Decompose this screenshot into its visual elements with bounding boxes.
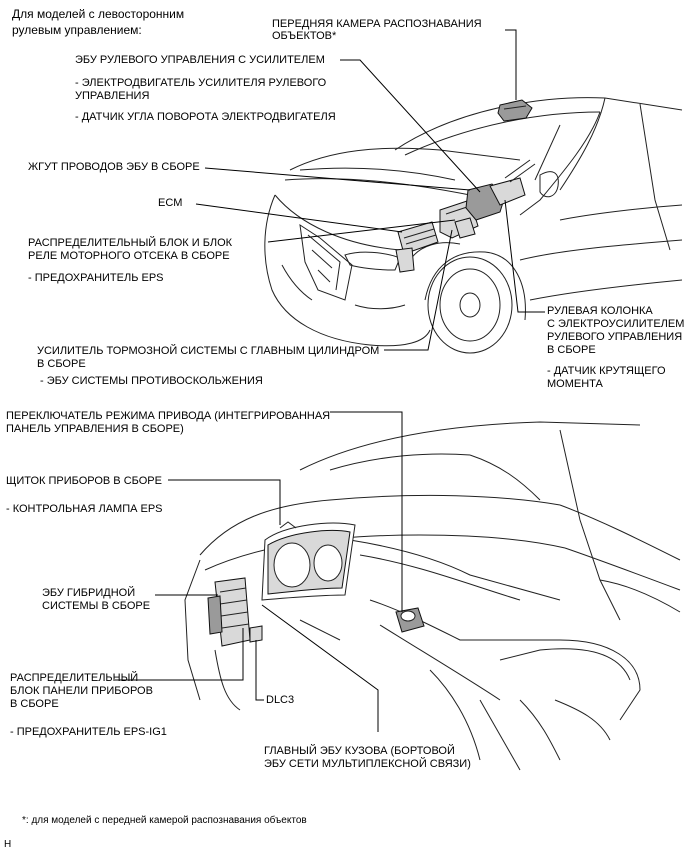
label-hybrid-ecu-line1: ЭБУ ГИБРИДНОЙ xyxy=(42,587,136,599)
label-ip-junction-line2: БЛОК ПАНЕЛИ ПРИБОРОВ xyxy=(10,685,153,697)
corner-mark: H xyxy=(4,839,12,850)
label-main-body-ecu-line1: ГЛАВНЫЙ ЭБУ КУЗОВА (БОРТОВОЙ xyxy=(264,745,455,757)
label-eps-motor-line2: УПРАВЛЕНИЯ xyxy=(75,90,150,102)
leader-lines xyxy=(115,29,545,732)
label-meter: ЩИТОК ПРИБОРОВ В СБОРЕ xyxy=(6,475,162,487)
header-line2: рулевым управлением: xyxy=(12,23,142,37)
label-ecm: ECM xyxy=(158,197,183,209)
label-eps-warning-lamp: - КОНТРОЛЬНАЯ ЛАМПА EPS xyxy=(6,503,163,515)
label-steering-column-line3: РУЛЕВОГО УПРАВЛЕНИЯ xyxy=(547,331,683,343)
label-eps-fuse: - ПРЕДОХРАНИТЕЛЬ EPS xyxy=(28,272,164,284)
label-dlc3: DLC3 xyxy=(266,694,295,706)
label-engine-room-block-line2: РЕЛЕ МОТОРНОГО ОТСЕКА В СБОРЕ xyxy=(28,250,230,262)
label-eps-ig1-fuse: - ПРЕДОХРАНИТЕЛЬ EPS-IG1 xyxy=(10,726,167,738)
label-motor-angle-sensor: - ДАТЧИК УГЛА ПОВОРОТА ЭЛЕКТРОДВИГАТЕЛЯ xyxy=(75,111,336,123)
label-ip-junction-line1: РАСПРЕДЕЛИТЕЛЬНЫЙ xyxy=(10,672,139,684)
label-steering-column-line4: В СБОРЕ xyxy=(547,344,596,356)
label-steering-column-line1: РУЛЕВАЯ КОЛОНКА xyxy=(547,305,653,317)
label-eps-ecu: ЭБУ РУЛЕВОГО УПРАВЛЕНИЯ С УСИЛИТЕЛЕМ xyxy=(75,54,325,66)
label-main-body-ecu-line2: ЭБУ СЕТИ МУЛЬТИПЛЕКСНОЙ СВЯЗИ) xyxy=(264,758,471,770)
label-brake-booster-line2: В СБОРЕ xyxy=(37,358,86,370)
label-drive-mode-line1: ПЕРЕКЛЮЧАТЕЛЬ РЕЖИМА ПРИВОДА (ИНТЕГРИРОВ… xyxy=(6,410,331,422)
header-line1: Для моделей с левосторонним xyxy=(12,7,185,21)
footnote: *: для моделей с передней камерой распоз… xyxy=(22,815,307,826)
label-brake-booster-line1: УСИЛИТЕЛЬ ТОРМОЗНОЙ СИСТЕМЫ С ГЛАВНЫМ ЦИ… xyxy=(37,345,380,357)
label-camera-line2: ОБЪЕКТОВ* xyxy=(272,30,337,42)
label-eps-motor-line1: - ЭЛЕКТРОДВИГАТЕЛЬ УСИЛИТЕЛЯ РУЛЕВОГО xyxy=(75,77,327,89)
label-hybrid-ecu-line2: СИСТЕМЫ В СБОРЕ xyxy=(42,600,151,612)
label-torque-sensor-line1: - ДАТЧИК КРУТЯЩЕГО xyxy=(547,365,666,377)
instrument-panel-illustration xyxy=(184,421,681,771)
label-steering-column-line2: С ЭЛЕКТРОУСИЛИТЕЛЕМ xyxy=(547,318,685,330)
label-drive-mode-line2: ПАНЕЛЬ УПРАВЛЕНИЯ В СБОРЕ) xyxy=(6,423,184,435)
vehicle-front-illustration xyxy=(264,97,683,354)
label-skid-control-ecu: - ЭБУ СИСТЕМЫ ПРОТИВОСКОЛЬЖЕНИЯ xyxy=(40,375,263,387)
label-ecu-harness: ЖГУТ ПРОВОДОВ ЭБУ В СБОРЕ xyxy=(28,161,200,173)
label-torque-sensor-line2: МОМЕНТА xyxy=(547,378,603,390)
label-camera-line1: ПЕРЕДНЯЯ КАМЕРА РАСПОЗНАВАНИЯ xyxy=(272,18,482,30)
label-ip-junction-line3: В СБОРЕ xyxy=(10,698,59,710)
label-engine-room-block-line1: РАСПРЕДЕЛИТЕЛЬНЫЙ БЛОК И БЛОК xyxy=(28,237,233,249)
